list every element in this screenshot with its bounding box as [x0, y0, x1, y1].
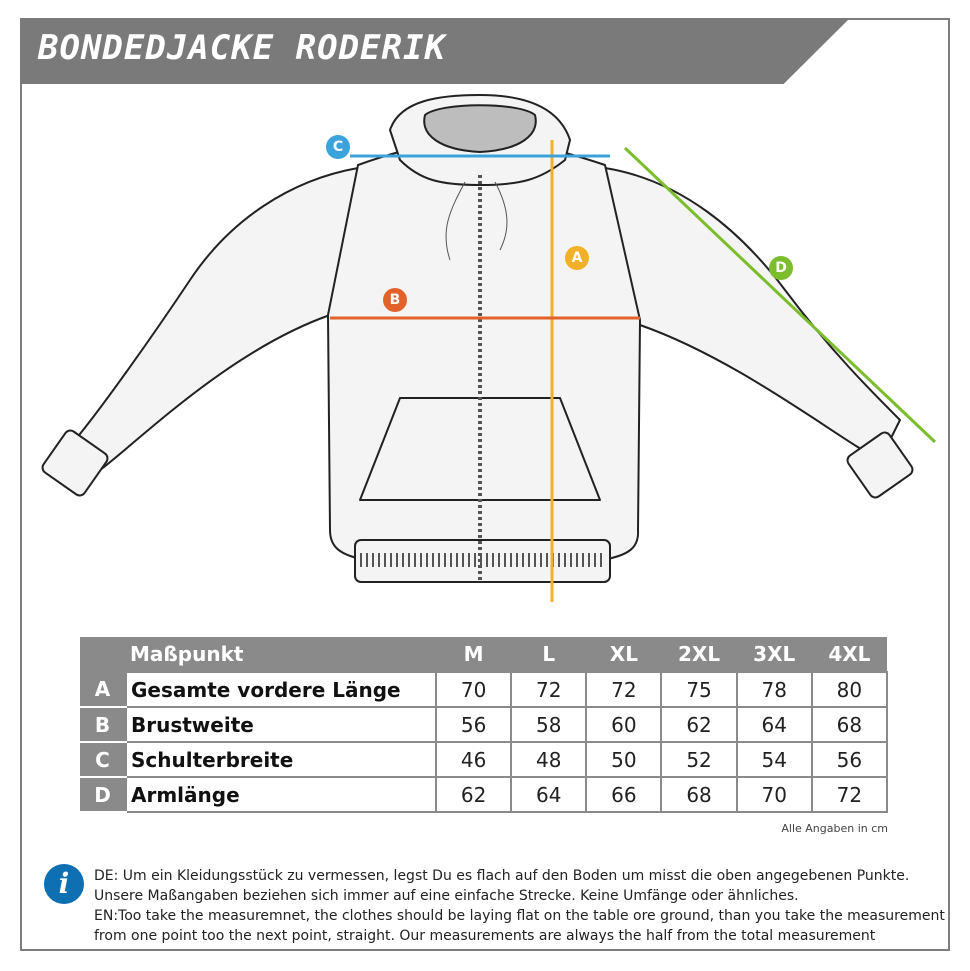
title-banner [20, 18, 850, 84]
table-cell: 54 [735, 741, 813, 778]
info-line-de-2: Unsere Maßangaben beziehen sich immer au… [94, 888, 799, 904]
table-cell: 56 [434, 706, 513, 743]
table-cell: 70 [735, 776, 813, 813]
column-header-size: 4XL [811, 637, 887, 672]
table-cell: 48 [510, 741, 588, 778]
table-cell: 58 [510, 706, 588, 743]
left-cuff [41, 429, 109, 497]
right-drawstring [494, 181, 508, 251]
marker-a-label: A [572, 250, 583, 266]
table-cell: 70 [434, 671, 513, 708]
left-sleeve [74, 167, 359, 471]
right-sleeve [604, 167, 901, 461]
size-table: Maßpunkt M L XL 2XL 3XL 4XL A Gesamte vo… [80, 637, 889, 813]
table-cell: 72 [510, 671, 588, 708]
hood-opening [423, 104, 537, 153]
page-title: BONDEDJACKE RODERIK [38, 28, 446, 68]
table-cell: 60 [585, 706, 663, 743]
table-cell: 68 [810, 706, 889, 743]
row-label: Schulterbreite [125, 741, 437, 778]
marker-d-circle [769, 256, 793, 280]
table-cell: 50 [585, 741, 663, 778]
marker-c-circle [326, 135, 350, 159]
table-cell: 75 [660, 671, 738, 708]
jacket-body [327, 139, 641, 566]
marker-b-label: B [390, 292, 401, 308]
row-label: Brustweite [125, 706, 437, 743]
info-text: DE: Um ein Kleidungsstück zu vermessen, … [94, 866, 945, 946]
row-letter: A [80, 672, 126, 708]
table-row: B Brustweite 56 58 60 62 64 68 [80, 706, 889, 743]
row-label: Gesamte vordere Länge [125, 671, 437, 708]
marker-d-label: D [775, 260, 787, 276]
row-letter: C [80, 742, 126, 778]
marker-d: D [769, 256, 793, 280]
marker-b-circle [383, 288, 407, 312]
table-row: A Gesamte vordere Länge 70 72 72 75 78 8… [80, 671, 889, 708]
table-cell: 52 [660, 741, 738, 778]
table-cell: 64 [735, 706, 813, 743]
marker-a-circle [565, 246, 589, 270]
measure-line-d [623, 146, 937, 444]
row-letter: B [80, 707, 126, 743]
table-cell: 66 [585, 776, 663, 813]
table-cell: 64 [510, 776, 588, 813]
info-line-de-1: DE: Um ein Kleidungsstück zu vermessen, … [94, 868, 910, 884]
column-header-size: L [511, 637, 587, 672]
table-cell: 80 [810, 671, 889, 708]
table-header-row: Maßpunkt M L XL 2XL 3XL 4XL [80, 637, 887, 672]
right-cuff [846, 431, 914, 499]
table-cell: 72 [585, 671, 663, 708]
marker-c: C [326, 135, 350, 159]
row-label: Armlänge [125, 776, 437, 813]
table-cell: 72 [810, 776, 889, 813]
kangaroo-pocket [359, 397, 601, 501]
marker-c-label: C [333, 139, 343, 155]
table-cell: 56 [810, 741, 889, 778]
table-cell: 78 [735, 671, 813, 708]
info-icon: i [44, 864, 84, 904]
column-header-size: 2XL [661, 637, 737, 672]
info-line-en-2: from one point too the next point, strai… [94, 928, 876, 944]
table-row: C Schulterbreite 46 48 50 52 54 56 [80, 741, 889, 778]
table-cell: 62 [660, 706, 738, 743]
column-header-size: M [436, 637, 512, 672]
row-letter: D [80, 777, 126, 813]
waist-band [354, 539, 611, 583]
table-header-corner [80, 637, 126, 672]
table-cell: 68 [660, 776, 738, 813]
left-drawstring [445, 181, 466, 261]
marker-b: B [383, 288, 407, 312]
table-row: D Armlänge 62 64 66 68 70 72 [80, 776, 889, 813]
info-line-en-1: EN:Too take the measuremnet, the clothes… [94, 908, 945, 924]
column-header-size: XL [586, 637, 662, 672]
column-header-size: 3XL [736, 637, 812, 672]
jacket-illustration: A B C D [41, 94, 937, 602]
table-cell: 46 [434, 741, 513, 778]
units-footnote: Alle Angaben in cm [781, 822, 888, 835]
table-cell: 62 [434, 776, 513, 813]
marker-a: A [565, 246, 589, 270]
column-header-label: Maßpunkt [126, 637, 436, 672]
